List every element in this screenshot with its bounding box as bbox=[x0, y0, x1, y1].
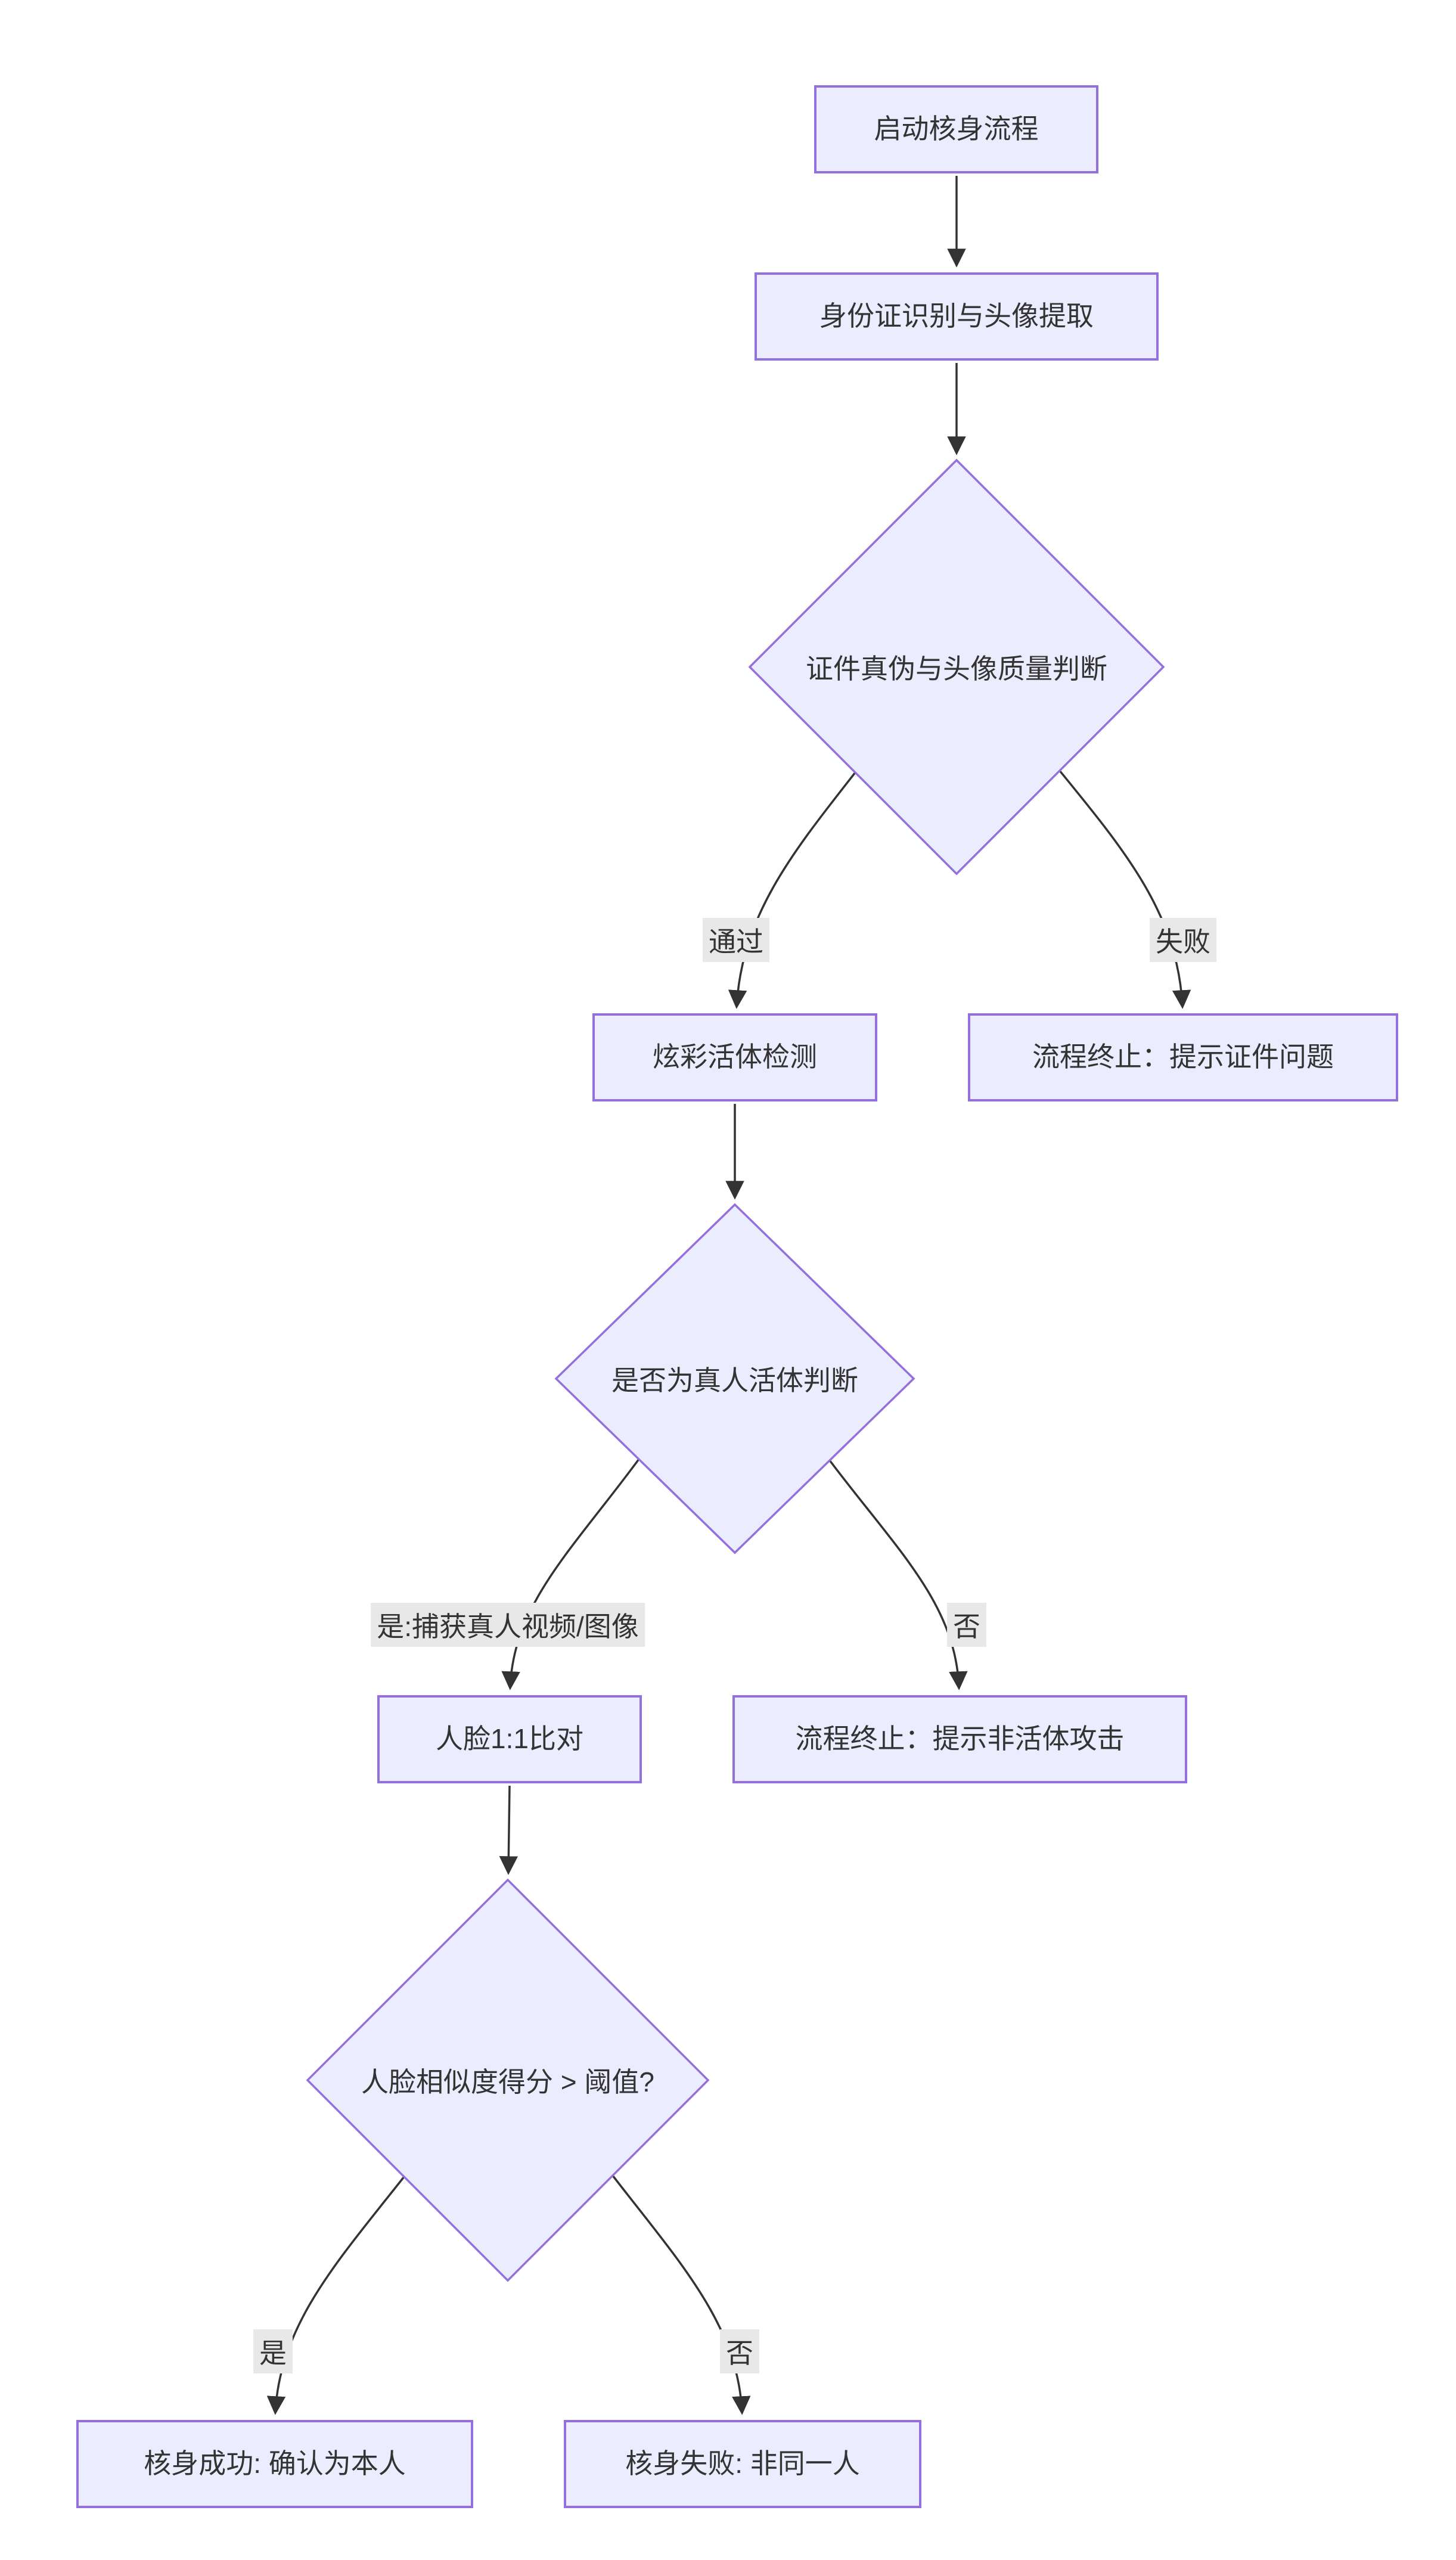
edge-d1-liveness bbox=[728, 771, 856, 1009]
node-verify-success: 核身成功: 确认为本人 bbox=[76, 2420, 473, 2508]
edge-label-no-match: 否 bbox=[720, 2329, 759, 2373]
node-colorful-liveness: 炫彩活体检测 bbox=[592, 1013, 877, 1101]
edge-label-yes-capture: 是:捕获真人视频/图像 bbox=[371, 1603, 645, 1647]
node-face-compare: 人脸1:1比对 bbox=[377, 1695, 642, 1783]
node-end-cert-problem: 流程终止：提示证件问题 bbox=[968, 1013, 1398, 1101]
edge-d3-success bbox=[266, 2176, 405, 2415]
diamond-cert-quality-label: 证件真伪与头像质量判断 bbox=[806, 653, 1107, 684]
edge-label-pass: 通过 bbox=[703, 918, 769, 962]
edge-d1-end-cert bbox=[1058, 769, 1191, 1009]
node-end-liveness-attack: 流程终止：提示非活体攻击 bbox=[732, 1695, 1187, 1783]
edge-d3-fail bbox=[611, 2174, 751, 2415]
diamond-liveness-shape bbox=[554, 1203, 915, 1554]
node-idcard-ocr: 身份证识别与头像提取 bbox=[755, 272, 1159, 361]
edge-face-d3 bbox=[499, 1785, 519, 1875]
edge-label-yes-match: 是 bbox=[253, 2329, 293, 2373]
diamond-similarity-label: 人脸相似度得分 > 阈值? bbox=[361, 2066, 655, 2097]
diamond-liveness-label: 是否为真人活体判断 bbox=[611, 1365, 858, 1396]
edge-d2-face bbox=[501, 1458, 640, 1690]
diamond-similarity-shape bbox=[306, 1878, 710, 2282]
edge-d2-end-attack bbox=[828, 1459, 968, 1690]
node-verify-fail: 核身失败: 非同一人 bbox=[564, 2420, 921, 2508]
diamond-cert-quality-shape bbox=[748, 458, 1165, 876]
edge-label-no-liveness: 否 bbox=[947, 1603, 986, 1647]
node-start: 启动核身流程 bbox=[814, 85, 1098, 173]
edge-label-fail: 失败 bbox=[1150, 918, 1216, 962]
